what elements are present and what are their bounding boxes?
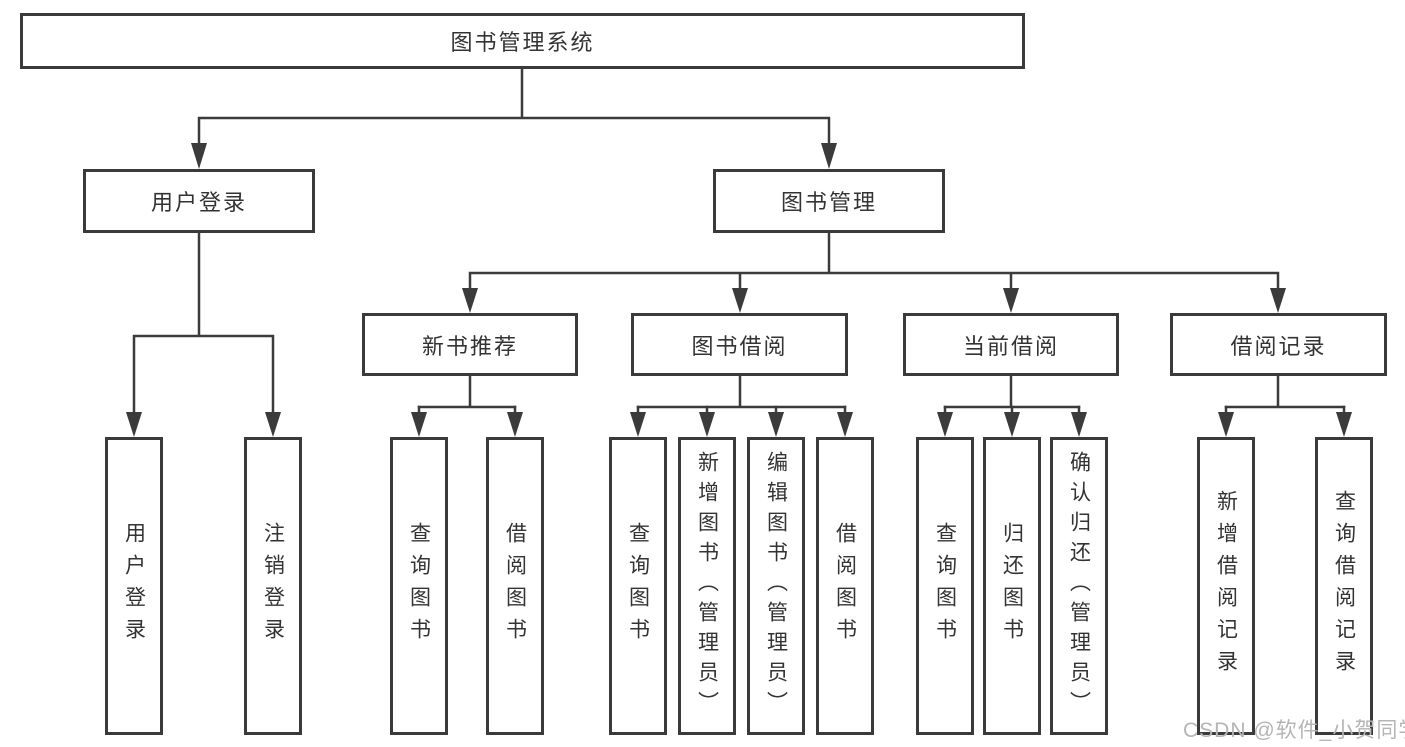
node-label: 图书管理系统	[450, 30, 595, 55]
arrowhead-icon	[821, 143, 837, 169]
node-label: 注销登录	[261, 522, 285, 650]
edge-bookmgmt-to-level3	[468, 231, 1280, 292]
arrowhead-icon	[1003, 288, 1019, 313]
node-label: 借阅记录	[1230, 333, 1327, 359]
node-user-login: 用户登录	[83, 169, 315, 233]
arrowhead-icon	[1071, 412, 1087, 437]
node-label: 归还图书	[1000, 522, 1024, 650]
node-label: 确认归还（管理员）	[1067, 451, 1091, 721]
node-current-borrowing: 当前借阅	[903, 313, 1119, 376]
arrowhead-icon	[768, 412, 784, 437]
node-label: 图书管理	[780, 190, 877, 215]
node-new-book-recommendation: 新书推荐	[362, 313, 578, 376]
leaf-add-book-admin: 新增图书（管理员）	[678, 437, 736, 735]
leaf-confirm-return-admin: 确认归还（管理员）	[1050, 437, 1108, 735]
leaf-edit-book-admin: 编辑图书（管理员）	[747, 437, 805, 735]
node-library-management-system: 图书管理系统	[20, 13, 1025, 69]
node-label: 用户登录	[150, 190, 247, 215]
arrowhead-icon	[1336, 412, 1352, 437]
watermark-text: CSDN @软件_小贺同学	[1183, 719, 1405, 742]
arrowhead-icon	[699, 412, 715, 437]
arrowhead-icon	[1270, 288, 1286, 313]
arrowhead-icon	[126, 412, 142, 437]
node-label: 查询图书	[407, 522, 431, 650]
edge-level3-branches	[417, 374, 1346, 409]
node-label: 编辑图书（管理员）	[764, 451, 788, 721]
node-label: 用户登录	[122, 522, 146, 650]
node-label: 查询图书	[626, 522, 650, 650]
leaf-query-books-current: 查询图书	[916, 437, 974, 735]
node-borrowing-records: 借阅记录	[1170, 313, 1387, 376]
leaf-user-login: 用户登录	[105, 437, 163, 735]
arrowhead-icon	[630, 412, 646, 437]
arrowhead-icon	[937, 412, 953, 437]
edge-leaf-drops	[417, 405, 1346, 415]
arrowhead-icon	[732, 288, 748, 313]
leaf-add-borrow-record: 新增借阅记录	[1197, 437, 1255, 735]
node-label: 查询借阅记录	[1332, 490, 1356, 682]
leaf-borrow-books-newbook: 借阅图书	[486, 437, 544, 735]
arrowhead-icon	[462, 288, 478, 313]
node-label: 当前借阅	[962, 333, 1059, 359]
leaf-return-books: 归还图书	[983, 437, 1041, 735]
arrowhead-icon	[191, 143, 207, 169]
leaf-query-books-newbook: 查询图书	[390, 437, 448, 735]
arrowhead-icon	[265, 412, 281, 437]
node-label: 图书借阅	[691, 333, 788, 359]
leaf-query-borrow-record: 查询借阅记录	[1315, 437, 1373, 735]
arrowhead-icon	[411, 412, 427, 437]
edge-root-to-level2	[197, 67, 831, 147]
node-book-management: 图书管理	[713, 169, 945, 233]
arrowhead-icon	[1218, 412, 1234, 437]
node-label: 借阅图书	[833, 522, 857, 650]
node-label: 查询图书	[933, 522, 957, 650]
arrowhead-icon	[1004, 412, 1020, 437]
node-label: 新增图书（管理员）	[695, 451, 719, 721]
arrowheads	[126, 143, 1352, 437]
node-label: 借阅图书	[503, 522, 527, 650]
leaf-query-books-borrowing: 查询图书	[609, 437, 667, 735]
edge-userlogin-to-leaves	[132, 231, 275, 415]
node-book-borrowing: 图书借阅	[631, 313, 848, 376]
leaf-logout: 注销登录	[244, 437, 302, 735]
node-label: 新书推荐	[421, 333, 518, 359]
arrowhead-icon	[507, 412, 523, 437]
arrowhead-icon	[837, 412, 853, 437]
leaf-borrow-books-borrowing: 借阅图书	[816, 437, 874, 735]
node-label: 新增借阅记录	[1214, 490, 1238, 682]
